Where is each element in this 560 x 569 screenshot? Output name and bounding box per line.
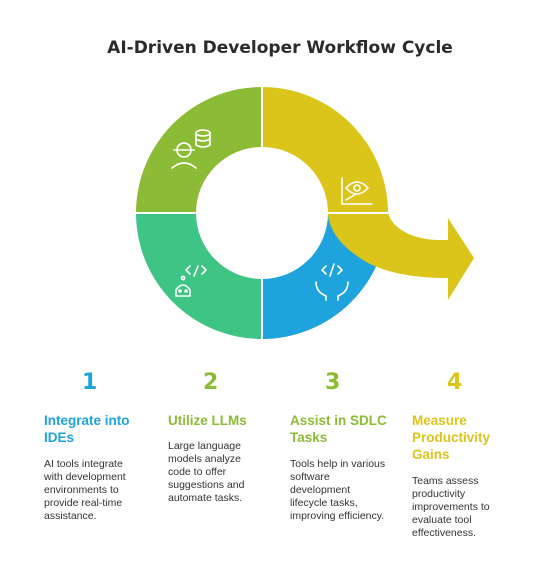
- step-heading-2: Utilize LLMs: [168, 412, 247, 429]
- step-description-line: Teams assess: [412, 475, 479, 487]
- step-description-line: Tools help in various: [290, 458, 386, 470]
- step-heading-line: Utilize LLMs: [168, 413, 247, 428]
- workflow-cycle: [136, 87, 474, 339]
- step-description-line: lifecycle tasks,: [290, 497, 358, 509]
- step-description-line: suggestions and: [168, 479, 245, 491]
- hands-code-icon: [315, 263, 349, 301]
- step-number-4: 4: [447, 370, 463, 395]
- step-heading-line: IDEs: [44, 430, 75, 445]
- step-number-3: 3: [325, 370, 341, 395]
- step-heading-line: Gains: [412, 447, 450, 462]
- step-description-line: automate tasks.: [168, 492, 243, 504]
- robot-code-icon: [175, 265, 207, 297]
- step-heading-3: Assist in SDLC Tasks: [290, 412, 387, 446]
- step-heading-line: Tasks: [290, 430, 328, 445]
- step-number-2: 2: [203, 370, 219, 395]
- segment-lime: [136, 87, 262, 213]
- step-description-line: assistance.: [44, 510, 97, 522]
- step-description-line: code to offer: [168, 466, 227, 478]
- step-description-line: effectiveness.: [412, 527, 477, 539]
- segment-yellow-arrow: [262, 87, 474, 300]
- step-description-line: models analyze: [168, 453, 241, 465]
- step-description-line: with development: [44, 471, 126, 483]
- step-heading-line: Assist in SDLC: [290, 413, 387, 428]
- step-heading-line: Integrate into: [44, 413, 130, 428]
- step-heading-line: Measure: [412, 413, 467, 428]
- eye-chart-icon: [341, 177, 373, 205]
- step-description-line: evaluate tool: [412, 514, 472, 526]
- step-description-line: environments to: [44, 484, 119, 496]
- step-description-line: software: [290, 471, 330, 483]
- step-description-line: AI tools integrate: [44, 458, 123, 470]
- step-description-line: provide real-time: [44, 497, 123, 509]
- diagram-title: AI-Driven Developer Workflow Cycle: [107, 38, 453, 58]
- developer-database-icon: [171, 129, 211, 169]
- step-description-line: improvements to: [412, 501, 490, 513]
- segment-green: [136, 213, 262, 339]
- step-description-line: Large language: [168, 440, 241, 452]
- step-heading-line: Productivity: [412, 430, 491, 445]
- step-description-line: improving efficiency.: [290, 510, 385, 522]
- step-description-line: productivity: [412, 488, 466, 500]
- step-number-1: 1: [82, 370, 98, 395]
- step-description-line: development: [290, 484, 351, 496]
